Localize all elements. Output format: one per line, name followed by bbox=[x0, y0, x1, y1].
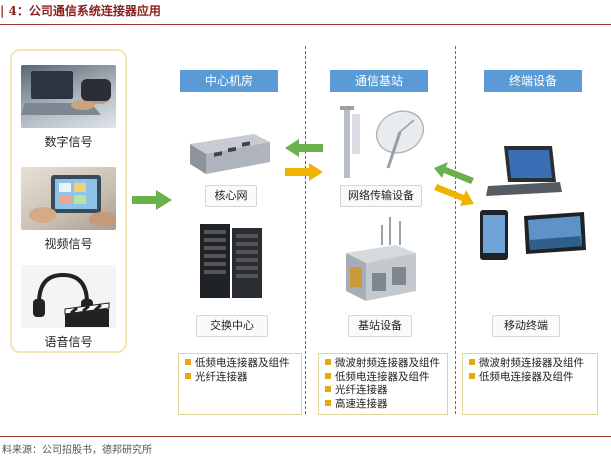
green-arrow-up-left-icon bbox=[434, 162, 474, 184]
yellow-arrow-down-right-icon bbox=[434, 184, 474, 206]
footer-divider bbox=[0, 436, 611, 437]
connector-item: 低频电连接器及组件 bbox=[325, 371, 441, 385]
header-terminal: 终端设备 bbox=[484, 70, 582, 92]
signal-label-voice: 语音信号 bbox=[44, 335, 93, 349]
connector-item: 低频电连接器及组件 bbox=[469, 371, 591, 385]
connector-item: 光纤连接器 bbox=[185, 371, 295, 385]
bullet-icon bbox=[469, 372, 475, 379]
signal-label-digital: 数字信号 bbox=[44, 135, 93, 149]
bullet-icon bbox=[325, 372, 331, 379]
header-center-room: 中心机房 bbox=[180, 70, 278, 92]
title-divider bbox=[0, 24, 611, 25]
bullet-icon bbox=[325, 399, 331, 406]
laptop-icon bbox=[486, 146, 562, 196]
device-network-transmission: 网络传输设备 bbox=[340, 185, 422, 207]
connector-list-base: 微波射频连接器及组件 低频电连接器及组件 光纤连接器 高速连接器 bbox=[318, 353, 448, 415]
switching-cabinet-icon bbox=[200, 224, 262, 298]
source-note: 料来源：公司招股书，德邦研究所 bbox=[2, 445, 152, 456]
signal-label-video: 视频信号 bbox=[44, 237, 93, 251]
connector-item: 光纤连接器 bbox=[325, 384, 441, 398]
device-base-station: 基站设备 bbox=[348, 315, 412, 337]
smartphone-icon bbox=[480, 210, 508, 260]
yellow-arrow-right-icon bbox=[285, 163, 323, 181]
connector-list-terminal: 微波射频连接器及组件 低频电连接器及组件 bbox=[462, 353, 598, 415]
figure-title: | 4：公司通信系统连接器应用 bbox=[0, 4, 161, 18]
header-base-station: 通信基站 bbox=[330, 70, 428, 92]
bullet-icon bbox=[185, 359, 191, 365]
bullet-icon bbox=[325, 386, 331, 392]
headphones-clapper-image bbox=[21, 265, 116, 328]
connector-item: 低频电连接器及组件 bbox=[185, 357, 295, 371]
core-network-server-icon bbox=[190, 134, 270, 174]
bullet-icon bbox=[185, 372, 191, 379]
base-station-cabinet-icon bbox=[346, 217, 416, 301]
bullet-icon bbox=[325, 359, 331, 365]
green-arrow-right-icon bbox=[132, 190, 172, 210]
connector-list-center: 低频电连接器及组件 光纤连接器 bbox=[178, 353, 302, 415]
column-divider-1 bbox=[305, 46, 306, 414]
signal-panel: 数字信号 视频信号 语音信号 bbox=[10, 49, 127, 353]
tablet-video-image bbox=[21, 167, 116, 230]
connector-item: 微波射频连接器及组件 bbox=[469, 357, 591, 371]
connector-item: 高速连接器 bbox=[325, 398, 441, 412]
column-divider-2 bbox=[455, 46, 456, 414]
device-core-network: 核心网 bbox=[205, 185, 257, 207]
connector-item: 微波射频连接器及组件 bbox=[325, 357, 441, 371]
device-mobile-terminal: 移动终端 bbox=[492, 315, 560, 337]
tablet-icon bbox=[524, 212, 586, 254]
antenna-dish-icon bbox=[340, 106, 425, 178]
device-switching-center: 交换中心 bbox=[196, 315, 268, 337]
bullet-icon bbox=[469, 359, 475, 365]
laptop-typing-image bbox=[21, 65, 116, 128]
green-arrow-left-icon bbox=[285, 139, 323, 157]
